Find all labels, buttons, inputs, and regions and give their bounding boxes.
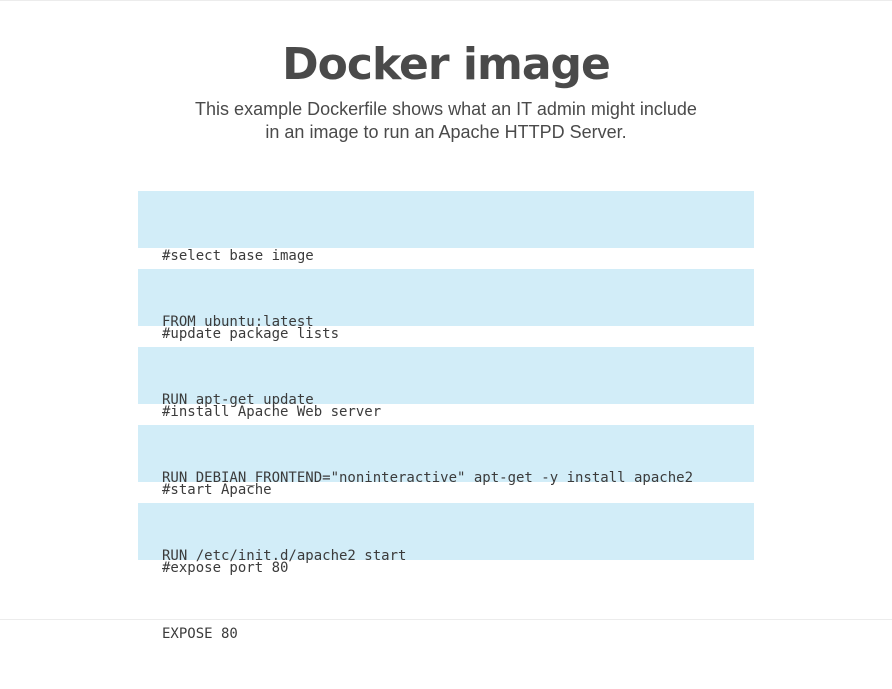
- step-install-apache: #install Apache Web server RUN DEBIAN_FR…: [138, 347, 754, 486]
- page-subtitle: This example Dockerfile shows what an IT…: [0, 98, 892, 144]
- page-title: Docker image: [282, 39, 611, 90]
- step-comment: #install Apache Web server: [162, 404, 382, 420]
- step-command: EXPOSE 80: [162, 626, 238, 642]
- step-expose-port: #expose port 80 EXPOSE 80: [138, 503, 754, 642]
- step-comment: #start Apache: [162, 482, 272, 498]
- step-start-apache: #start Apache RUN /etc/init.d/apache2 st…: [138, 425, 754, 564]
- dockerfile-steps: #select base image FROM ubuntu:latest #u…: [138, 191, 754, 642]
- step-comment: #update package lists: [162, 326, 340, 342]
- step-select-base-image: #select base image FROM ubuntu:latest: [138, 191, 754, 330]
- step-update-package-lists: #update package lists RUN apt-get update: [138, 269, 754, 408]
- subtitle-line-2: in an image to run an Apache HTTPD Serve…: [265, 122, 627, 142]
- step-comment: #expose port 80: [162, 560, 289, 576]
- diagram-canvas: Docker image This example Dockerfile sho…: [0, 0, 892, 642]
- subtitle-line-1: This example Dockerfile shows what an IT…: [195, 99, 697, 119]
- step-comment: #select base image: [162, 248, 314, 264]
